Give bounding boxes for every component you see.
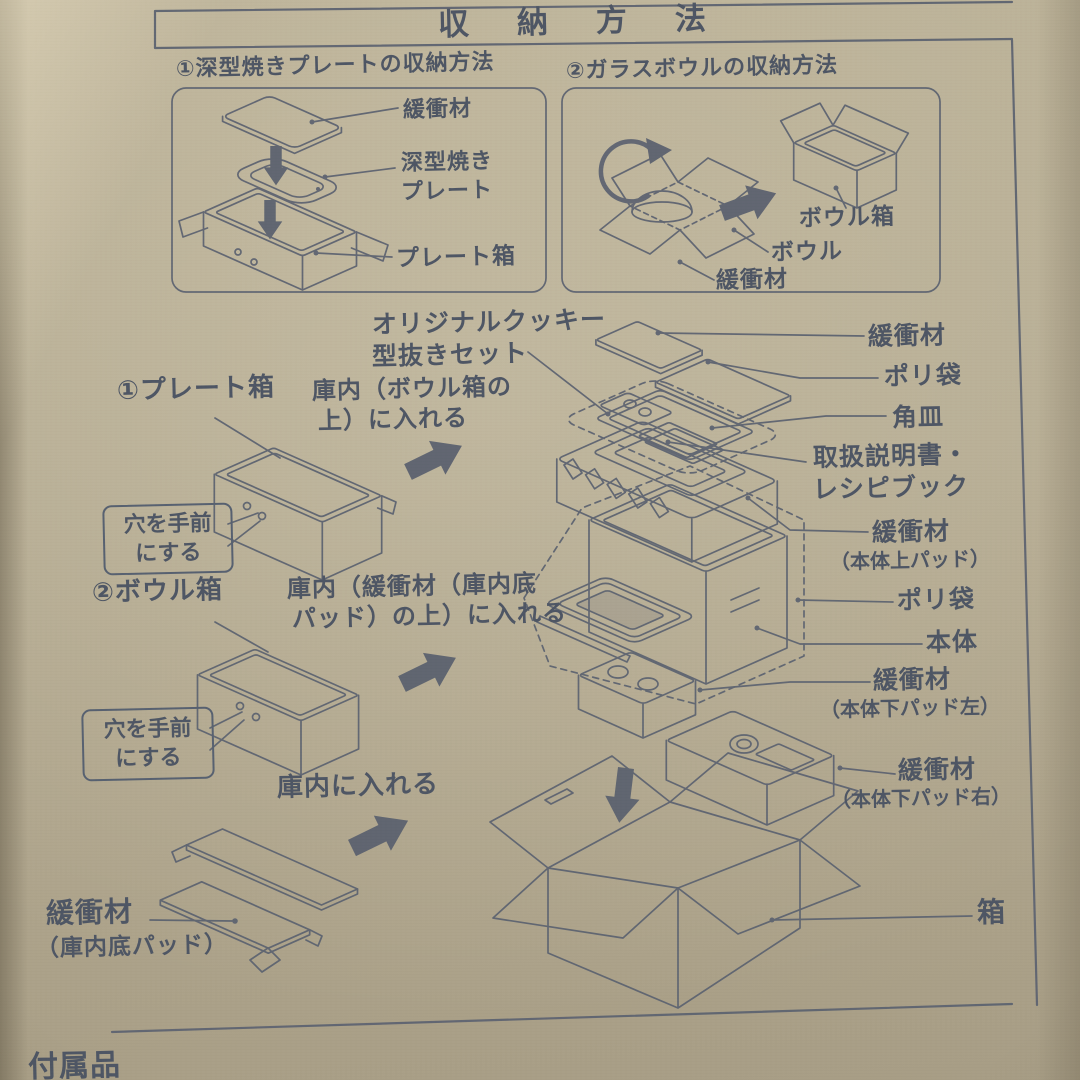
step3-note: 庫内に入れる xyxy=(276,769,440,803)
label-plate-box: プレート箱 xyxy=(395,243,517,272)
leader-lines xyxy=(527,330,973,923)
hole-callout-2-line1: 穴を手前 xyxy=(103,716,192,743)
label-cushion-bowl-panel: 緩衝材 xyxy=(715,266,789,294)
part-manual-line1: 取扱説明書・ xyxy=(812,439,970,472)
panel-bowl-frame xyxy=(561,87,941,293)
outer-carton-diagram xyxy=(489,752,861,1009)
panel-bowl-diagram xyxy=(598,102,910,281)
panel-plate-diagram xyxy=(178,96,399,291)
hole-callout-1-line2: にする xyxy=(134,540,202,567)
hole-callout-1: 穴を手前 にする xyxy=(102,502,234,576)
bottom-pad-label: 緩衝材 xyxy=(45,895,134,930)
part-cushion-upper: 緩衝材 xyxy=(871,516,951,547)
page-title: 収納方法 xyxy=(437,0,755,43)
part-poly-bag: ポリ袋 xyxy=(896,584,976,615)
step2-note-line1: 庫内（緩衝材（庫内底 xyxy=(286,569,538,603)
label-deep-plate-line1: 深型焼き xyxy=(400,148,494,176)
step1-plate-box-label: ①プレート箱 xyxy=(116,372,276,406)
label-cushion-plate-panel: 緩衝材 xyxy=(402,96,473,123)
part-cushion-upper-sub: （本体上パッド） xyxy=(829,546,991,574)
part-cushion-lower-right-sub: （本体下パッド右） xyxy=(830,783,1012,812)
label-bowl-box: ボウル箱 xyxy=(798,203,896,232)
part-cushion-top: 緩衝材 xyxy=(867,320,947,351)
part-manual-line2: レシピブック xyxy=(812,471,970,504)
hole-callout-2: 穴を手前 にする xyxy=(81,706,215,782)
hole-callout-2-line2: にする xyxy=(114,745,182,772)
hole-callout-1-line1: 穴を手前 xyxy=(123,511,212,538)
step1-note-line2: 上）に入れる xyxy=(317,403,469,435)
part-poly-bag-top: ポリ袋 xyxy=(883,360,963,391)
part-outer-box: 箱 xyxy=(976,895,1007,929)
part-main-body: 本体 xyxy=(925,626,979,657)
part-square-tray: 角皿 xyxy=(891,401,945,432)
label-deep-plate-line2: プレート xyxy=(400,177,494,205)
label-cookie-set-line1: オリジナルクッキー xyxy=(371,304,607,339)
bowl-box-diagram xyxy=(196,621,360,776)
footer-partial-text: 付属品 xyxy=(27,1047,122,1080)
panel-bowl-arrow xyxy=(715,176,783,230)
bottom-pad-diagram xyxy=(149,828,359,973)
main-exploded-diagram xyxy=(523,321,835,826)
step2-bowl-box-label: ②ボウル箱 xyxy=(91,575,224,608)
plate-box-diagram xyxy=(213,417,397,581)
bottom-pad-sublabel: （庫内底パッド） xyxy=(35,931,229,962)
part-cushion-lower-left-sub: （本体下パッド左） xyxy=(819,693,1001,722)
part-cushion-lower-left: 緩衝材 xyxy=(872,664,952,695)
page-borders xyxy=(110,0,1039,1034)
step1-note-line1: 庫内（ボウル箱の xyxy=(311,372,513,405)
label-cookie-set-line2: 型抜きセット xyxy=(371,338,529,371)
label-bowl: ボウル xyxy=(770,238,844,266)
part-cushion-lower-right: 緩衝材 xyxy=(897,754,977,785)
panel-plate-frame xyxy=(171,87,547,293)
